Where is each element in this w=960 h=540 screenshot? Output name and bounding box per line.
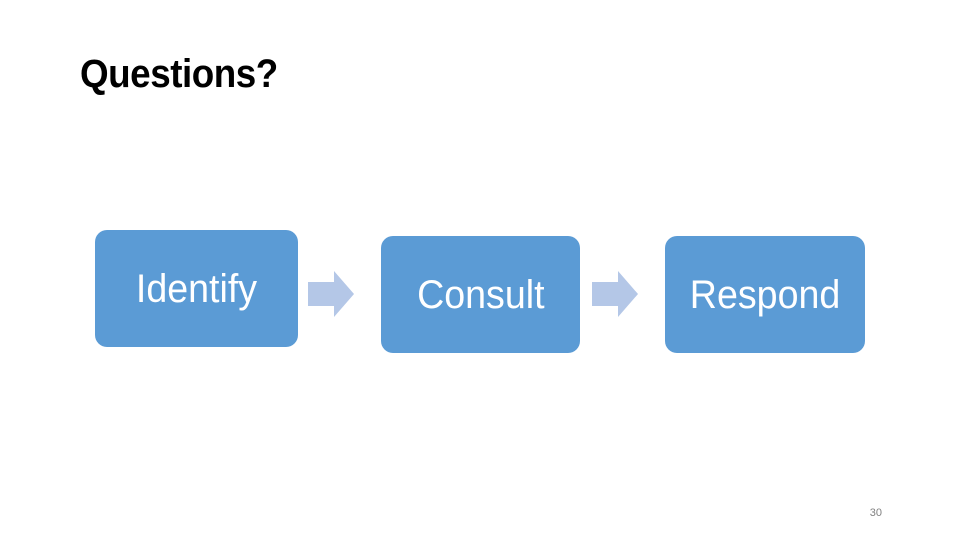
process-step-respond[interactable]: Respond <box>665 236 865 353</box>
page-title: Questions? <box>80 52 278 96</box>
right-arrow-icon <box>308 269 354 319</box>
process-step-label: Respond <box>689 272 841 317</box>
process-step-label: Consult <box>416 272 545 317</box>
page-number: 30 <box>869 507 882 519</box>
right-arrow-icon <box>592 269 638 319</box>
process-step-identify[interactable]: Identify <box>95 230 298 347</box>
process-step-label: Identify <box>135 266 258 311</box>
process-step-consult[interactable]: Consult <box>381 236 580 353</box>
